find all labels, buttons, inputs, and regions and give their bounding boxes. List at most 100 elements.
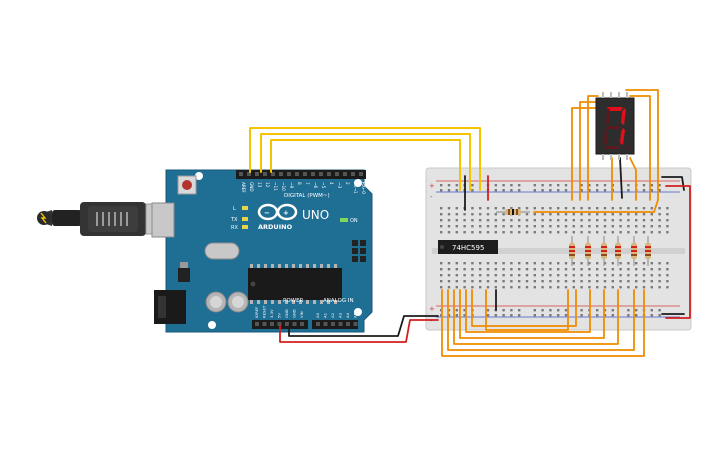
wire-orange[interactable]	[579, 101, 603, 201]
breadboard-hole[interactable]	[557, 268, 560, 271]
breadboard-hole[interactable]	[642, 207, 646, 210]
breadboard-hole[interactable]	[650, 207, 653, 210]
breadboard-hole[interactable]	[564, 213, 568, 216]
breadboard-hole[interactable]	[650, 225, 653, 228]
breadboard-hole[interactable]	[627, 286, 630, 289]
rail-hole[interactable]	[603, 314, 607, 317]
breadboard-hole[interactable]	[642, 280, 646, 283]
breadboard-hole[interactable]	[525, 225, 529, 228]
breadboard-hole[interactable]	[518, 262, 521, 265]
breadboard-hole[interactable]	[525, 280, 529, 283]
breadboard[interactable]: + - + -	[425, 167, 692, 331]
breadboard-hole[interactable]	[541, 262, 544, 265]
breadboard-hole[interactable]	[666, 286, 669, 289]
breadboard-hole[interactable]	[510, 268, 513, 271]
breadboard-hole[interactable]	[494, 268, 497, 271]
breadboard-hole[interactable]	[557, 286, 560, 289]
breadboard-hole[interactable]	[564, 274, 568, 277]
breadboard-hole[interactable]	[502, 268, 505, 271]
breadboard-hole[interactable]	[502, 262, 505, 265]
wire-red[interactable]	[279, 319, 439, 343]
rail-hole[interactable]	[533, 309, 536, 312]
breadboard-hole[interactable]	[494, 225, 497, 228]
rail-hole[interactable]	[463, 314, 466, 317]
breadboard-hole[interactable]	[549, 207, 552, 210]
rail-hole[interactable]	[611, 309, 614, 312]
breadboard-hole[interactable]	[611, 286, 614, 289]
breadboard-hole[interactable]	[471, 268, 474, 271]
breadboard-hole[interactable]	[572, 286, 575, 289]
breadboard-hole[interactable]	[658, 268, 661, 271]
power-pin[interactable]	[285, 322, 289, 326]
breadboard-hole[interactable]	[440, 274, 443, 277]
breadboard-hole[interactable]	[658, 219, 661, 222]
resistor-horizontal[interactable]	[496, 209, 530, 215]
wire-orange[interactable]	[465, 289, 591, 333]
breadboard-hole[interactable]	[447, 280, 451, 283]
breadboard-hole[interactable]	[463, 262, 466, 265]
rail-hole[interactable]	[596, 314, 599, 317]
resistor-vertical[interactable]	[615, 236, 621, 266]
breadboard-hole[interactable]	[479, 274, 482, 277]
breadboard-hole[interactable]	[533, 231, 536, 234]
digital-pin[interactable]	[311, 172, 315, 176]
rail-hole[interactable]	[557, 309, 560, 312]
breadboard-hole[interactable]	[642, 262, 646, 265]
breadboard-hole[interactable]	[447, 262, 451, 265]
breadboard-hole[interactable]	[440, 231, 443, 234]
breadboard-hole[interactable]	[564, 280, 568, 283]
breadboard-hole[interactable]	[580, 262, 583, 265]
breadboard-hole[interactable]	[619, 219, 622, 222]
breadboard-hole[interactable]	[541, 286, 544, 289]
breadboard-hole[interactable]	[572, 268, 575, 271]
breadboard-hole[interactable]	[619, 225, 622, 228]
breadboard-hole[interactable]	[486, 213, 490, 216]
rail-hole[interactable]	[502, 309, 505, 312]
rail-hole[interactable]	[627, 184, 630, 187]
breadboard-hole[interactable]	[494, 207, 497, 210]
digital-pin[interactable]	[335, 172, 339, 176]
breadboard-hole[interactable]	[658, 286, 661, 289]
breadboard-hole[interactable]	[549, 286, 552, 289]
rail-hole[interactable]	[510, 184, 513, 187]
rail-hole[interactable]	[486, 314, 490, 317]
analog-pin[interactable]	[353, 322, 358, 326]
rail-hole[interactable]	[588, 189, 591, 192]
digital-pin[interactable]	[279, 172, 283, 176]
breadboard-hole[interactable]	[635, 280, 638, 283]
breadboard-hole[interactable]	[611, 207, 614, 210]
breadboard-hole[interactable]	[502, 231, 505, 234]
breadboard-hole[interactable]	[510, 280, 513, 283]
breadboard-hole[interactable]	[440, 219, 443, 222]
rail-hole[interactable]	[635, 309, 638, 312]
breadboard-hole[interactable]	[533, 274, 536, 277]
rail-hole[interactable]	[650, 184, 653, 187]
breadboard-hole[interactable]	[658, 231, 661, 234]
breadboard-hole[interactable]	[471, 213, 474, 216]
breadboard-hole[interactable]	[541, 219, 544, 222]
breadboard-hole[interactable]	[580, 268, 583, 271]
breadboard-hole[interactable]	[440, 225, 443, 228]
breadboard-hole[interactable]	[642, 274, 646, 277]
breadboard-hole[interactable]	[440, 280, 443, 283]
breadboard-hole[interactable]	[533, 280, 536, 283]
breadboard-hole[interactable]	[471, 225, 474, 228]
wire-yellow[interactable]	[249, 127, 481, 191]
breadboard-hole[interactable]	[518, 280, 521, 283]
wire-black[interactable]	[619, 157, 623, 199]
breadboard-hole[interactable]	[502, 213, 505, 216]
rail-hole[interactable]	[533, 184, 536, 187]
breadboard-hole[interactable]	[611, 274, 614, 277]
breadboard-hole[interactable]	[533, 225, 536, 228]
rail-hole[interactable]	[447, 309, 451, 312]
breadboard-hole[interactable]	[525, 219, 529, 222]
breadboard-hole[interactable]	[455, 268, 458, 271]
breadboard-hole[interactable]	[486, 286, 490, 289]
breadboard-hole[interactable]	[455, 274, 458, 277]
breadboard-hole[interactable]	[611, 213, 614, 216]
breadboard-hole[interactable]	[533, 286, 536, 289]
rail-hole[interactable]	[564, 184, 568, 187]
digital-pin[interactable]	[255, 172, 259, 176]
breadboard-hole[interactable]	[494, 213, 497, 216]
rail-hole[interactable]	[502, 184, 505, 187]
